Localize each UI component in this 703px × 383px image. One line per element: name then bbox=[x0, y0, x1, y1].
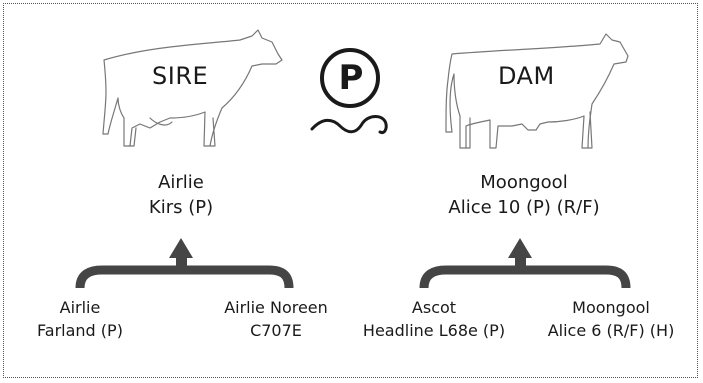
sire-sire-line2: Farland (P) bbox=[37, 321, 123, 340]
sire-dam-line2: C707E bbox=[250, 321, 302, 340]
sire-bracket-arrow bbox=[75, 238, 294, 289]
dam-bracket-arrow bbox=[419, 238, 631, 289]
polled-p-icon bbox=[310, 48, 388, 134]
diagram-border bbox=[3, 3, 698, 378]
sire-label: SIRE bbox=[152, 62, 209, 90]
sire-sire-line1: Airlie bbox=[59, 298, 101, 317]
dam-name-line2: Alice 10 (P) (R/F) bbox=[448, 197, 600, 218]
dam-sire-line1: Ascot bbox=[411, 298, 457, 317]
sire-dam-name: Airlie Noreen C707E bbox=[206, 296, 346, 342]
sire-dam-line1: Airlie Noreen bbox=[224, 298, 328, 317]
polled-p-letter: P bbox=[338, 58, 364, 98]
sire-name-line2: Kirs (P) bbox=[148, 197, 214, 218]
bull-icon bbox=[102, 29, 283, 147]
dam-name: Moongool Alice 10 (P) (R/F) bbox=[436, 170, 612, 220]
sire-sire-name: Airlie Farland (P) bbox=[30, 296, 130, 342]
dam-label: DAM bbox=[498, 62, 555, 90]
dam-name-line1: Moongool bbox=[480, 172, 568, 193]
dam-sire-line2: Headline L68e (P) bbox=[362, 321, 506, 340]
cow-icon bbox=[445, 33, 629, 149]
dam-dam-name: Moongool Alice 6 (R/F) (H) bbox=[530, 296, 692, 342]
sire-name-line1: Airlie bbox=[158, 172, 204, 193]
dam-sire-name: Ascot Headline L68e (P) bbox=[348, 296, 520, 342]
dam-dam-line2: Alice 6 (R/F) (H) bbox=[547, 321, 675, 340]
dam-dam-line1: Moongool bbox=[572, 298, 650, 317]
sire-name: Airlie Kirs (P) bbox=[106, 170, 256, 220]
